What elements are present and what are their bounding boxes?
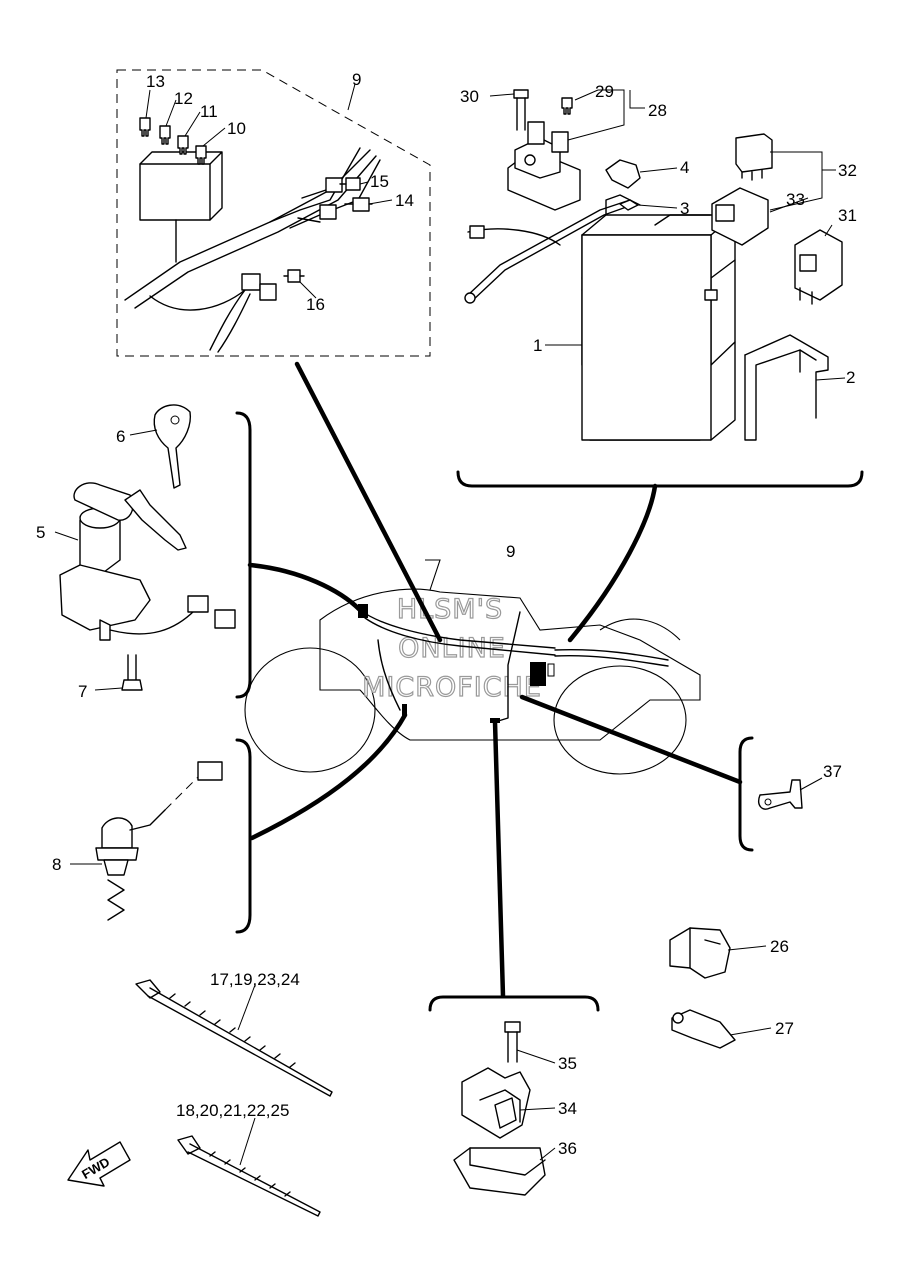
callout-12: 12	[174, 89, 193, 108]
leader-lines	[247, 361, 743, 999]
callout-28: 28	[648, 101, 667, 120]
callout-6: 6	[116, 427, 125, 446]
callout-31: 31	[838, 206, 857, 225]
harness-routing	[358, 604, 669, 723]
callout-37: 37	[823, 762, 842, 781]
main-switch-assembly	[54, 404, 236, 691]
callout-26: 26	[770, 937, 789, 956]
harness-detail-box	[116, 69, 431, 357]
callout-1: 1	[533, 336, 542, 355]
neutral-switch-assembly	[70, 761, 223, 921]
callout-14: 14	[395, 191, 414, 210]
callout-7: 7	[78, 682, 87, 701]
callout-2: 2	[846, 368, 855, 387]
motorcycle-outline	[244, 559, 701, 775]
sensor-bracket	[235, 738, 252, 934]
stay-37	[758, 777, 823, 810]
callout-29: 29	[595, 82, 614, 101]
callout-33: 33	[786, 190, 805, 209]
watermark-line-3: MICROFICHE	[362, 672, 542, 703]
callout-36: 36	[558, 1139, 577, 1158]
cable-ties	[135, 979, 333, 1217]
callout-27: 27	[775, 1019, 794, 1038]
fwd-arrow-icon: FWD	[67, 1141, 131, 1187]
switch-bracket	[235, 411, 252, 699]
callout-3: 3	[680, 199, 689, 218]
callout-15: 15	[370, 172, 389, 191]
battery-assembly	[464, 89, 846, 441]
callout-32: 32	[838, 161, 857, 180]
callout-34: 34	[558, 1099, 577, 1118]
callout-cable-ties-b: 18,20,21,22,25	[176, 1101, 289, 1120]
callout-5: 5	[36, 523, 45, 542]
callout-11: 11	[200, 102, 218, 121]
bracket-37	[738, 736, 754, 852]
callout-30: 30	[460, 87, 479, 106]
callout-13: 13	[146, 72, 165, 91]
callout-35: 35	[558, 1054, 577, 1073]
callout-4: 4	[680, 158, 689, 177]
sensor-mount-assembly	[453, 1021, 556, 1196]
callout-9-routing: 9	[506, 542, 515, 561]
wire-harness	[124, 83, 393, 353]
callout-8: 8	[52, 855, 61, 874]
callout-labels: 13 12 11 10 9 15 14 16 30 29 28 4 3 32 3…	[36, 70, 857, 1158]
bottom-bracket	[428, 995, 600, 1012]
callout-10: 10	[227, 119, 246, 138]
clamps	[669, 927, 772, 1049]
battery-bracket	[456, 470, 864, 488]
callout-9-harness: 9	[352, 70, 361, 89]
watermark-line-1: HLSM'S	[397, 594, 503, 625]
callout-cable-ties-a: 17,19,23,24	[210, 970, 300, 989]
watermark: HLSM'S ONLINE MICROFICHE	[361, 593, 542, 703]
callout-16: 16	[306, 295, 325, 314]
